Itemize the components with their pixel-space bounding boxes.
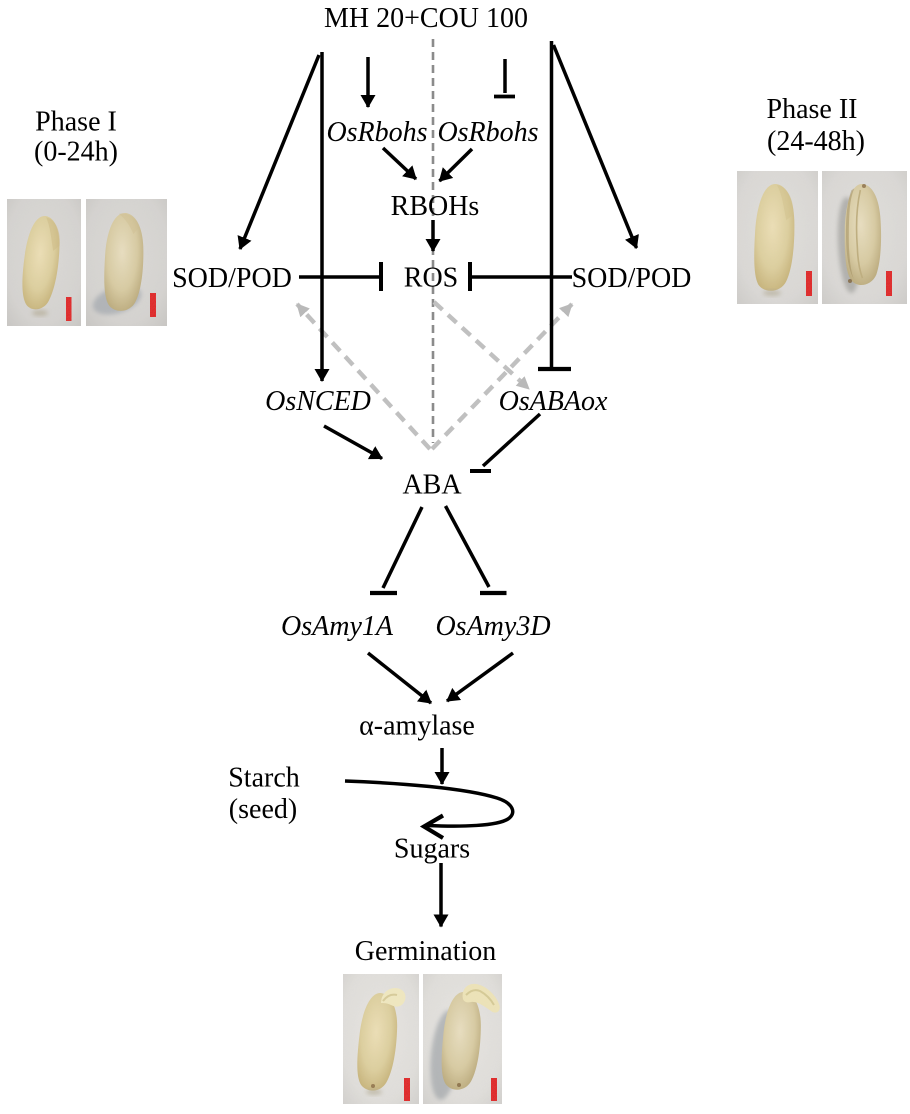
svg-text:(seed): (seed) [229, 794, 297, 825]
svg-text:Phase II: Phase II [767, 94, 858, 125]
svg-text:(0-24h): (0-24h) [34, 137, 118, 168]
svg-text:OsAmy3D: OsAmy3D [435, 611, 550, 642]
svg-text:OsRbohs: OsRbohs [437, 117, 538, 148]
svg-text:RBOHs: RBOHs [391, 191, 480, 222]
svg-text:Germination: Germination [355, 936, 497, 967]
svg-text:OsAmy1A: OsAmy1A [281, 611, 394, 642]
svg-text:Sugars: Sugars [394, 834, 470, 865]
svg-text:ROS: ROS [404, 263, 458, 294]
svg-text:Phase I: Phase I [35, 107, 117, 138]
svg-text:SOD/POD: SOD/POD [172, 263, 292, 294]
svg-text:SOD/POD: SOD/POD [572, 263, 692, 294]
svg-text:OsNCED: OsNCED [265, 386, 371, 417]
svg-text:α-amylase: α-amylase [359, 711, 475, 742]
svg-text:(24-48h): (24-48h) [767, 126, 865, 157]
svg-text:MH 20+COU 100: MH 20+COU 100 [324, 3, 528, 34]
svg-text:OsABAox: OsABAox [499, 386, 608, 417]
svg-text:ABA: ABA [402, 470, 462, 501]
svg-text:OsRbohs: OsRbohs [326, 117, 427, 148]
svg-text:Starch: Starch [228, 763, 300, 794]
